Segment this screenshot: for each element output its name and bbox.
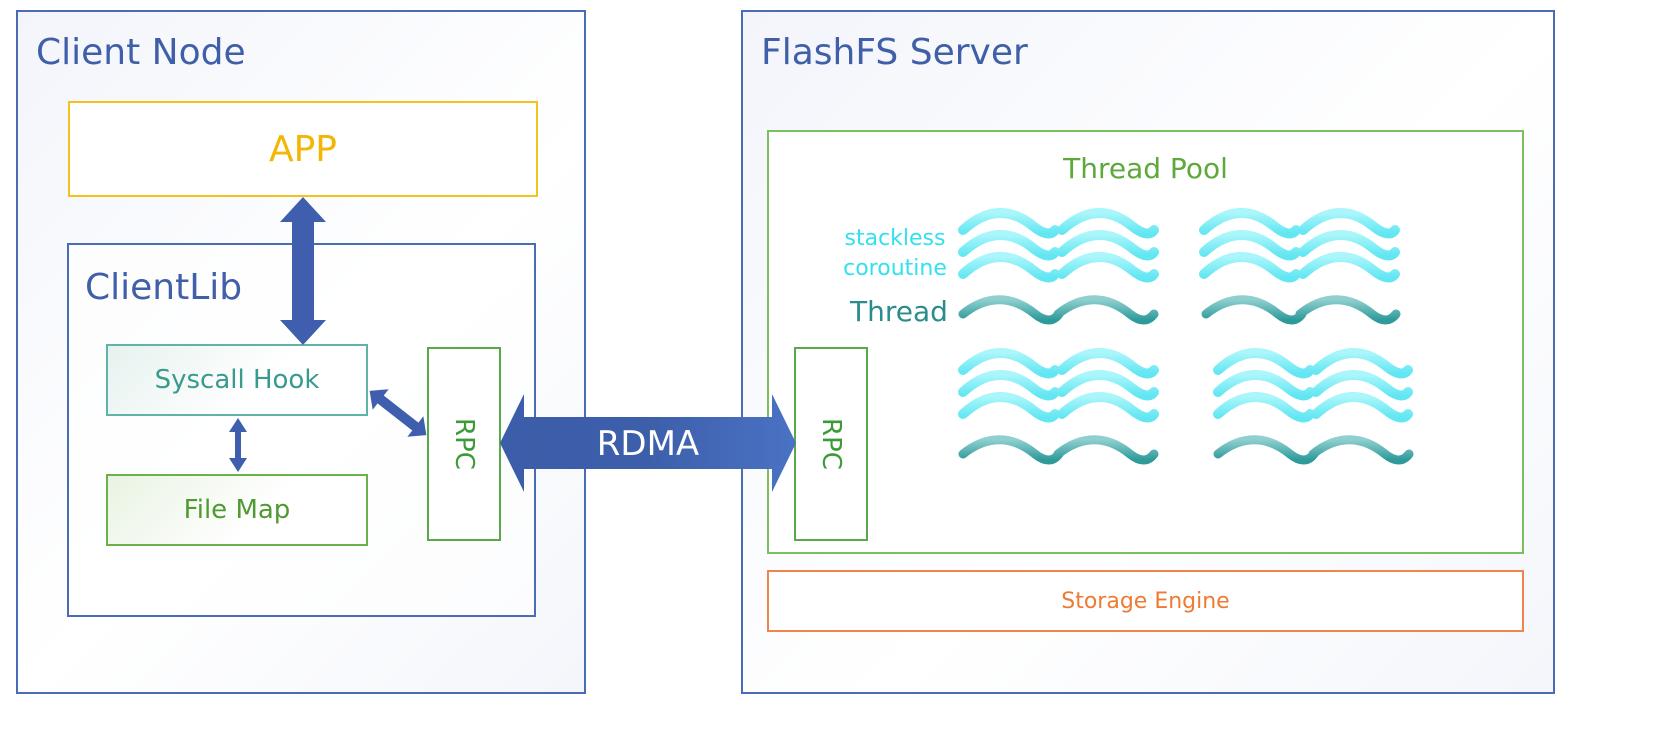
storage-engine-label: Storage Engine bbox=[1061, 588, 1230, 614]
thread-label: Thread bbox=[850, 295, 948, 328]
syscall-filemap-double-arrow-icon bbox=[229, 418, 247, 472]
thread-pool-box: Thread Pool bbox=[767, 130, 1524, 554]
thread-wave-row-1 bbox=[963, 300, 1396, 320]
coroutine-wave-group-4 bbox=[1218, 353, 1408, 418]
app-label: APP bbox=[268, 128, 338, 170]
rdma-label: RDMA bbox=[597, 424, 699, 464]
client-rpc-box: RPC bbox=[427, 347, 501, 541]
syscall-hook-label: Syscall Hook bbox=[154, 365, 320, 395]
coroutine-wave-group-2 bbox=[1204, 213, 1395, 278]
rdma-double-arrow-icon bbox=[500, 394, 796, 492]
coroutine-wave-group-3 bbox=[963, 353, 1154, 418]
file-map-label: File Map bbox=[183, 495, 291, 525]
coroutine-label-line-1: stackless bbox=[844, 226, 946, 251]
coroutine-label-line-2: coroutine bbox=[843, 256, 947, 281]
syscall-rpc-double-arrow-icon bbox=[369, 389, 427, 437]
server-title: FlashFS Server bbox=[761, 32, 1028, 73]
clientlib-title: ClientLib bbox=[85, 267, 243, 308]
file-map-box: File Map bbox=[106, 474, 368, 546]
syscall-hook-box: Syscall Hook bbox=[106, 344, 368, 416]
storage-engine-box: Storage Engine bbox=[767, 570, 1524, 632]
coroutine-label: stackless coroutine bbox=[840, 224, 950, 284]
thread-pool-title: Thread Pool bbox=[1063, 152, 1228, 185]
client-node-title: Client Node bbox=[36, 32, 246, 73]
app-syscall-double-arrow-icon bbox=[280, 197, 326, 345]
thread-wave-row-2 bbox=[963, 440, 1409, 460]
app-box: APP bbox=[68, 101, 538, 197]
coroutine-wave-group-1 bbox=[963, 213, 1154, 278]
